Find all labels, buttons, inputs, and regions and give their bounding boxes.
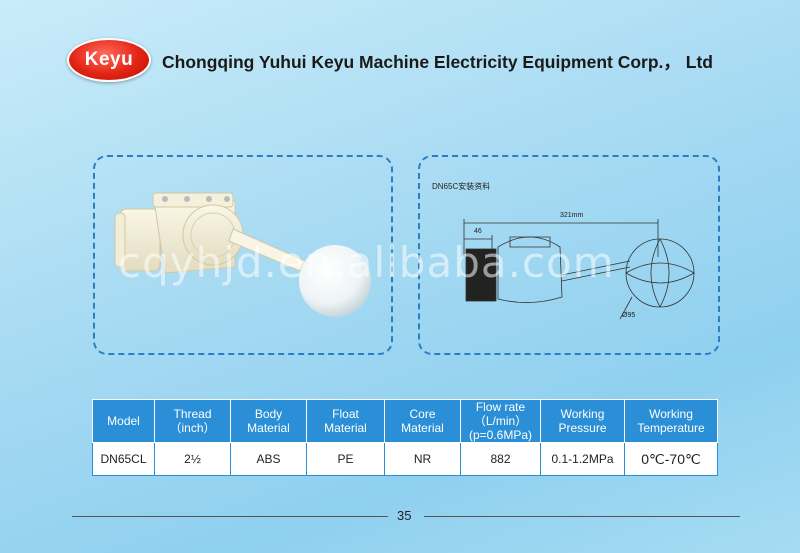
dimension-left: 46 bbox=[474, 228, 482, 235]
dimension-ball: Ø95 bbox=[622, 312, 636, 319]
logo-text: Keyu bbox=[84, 49, 134, 70]
header-core-material: Core Material bbox=[384, 399, 461, 443]
header-model: Model bbox=[92, 399, 155, 443]
float-valve-photo bbox=[114, 192, 371, 317]
cell-working-pressure: 0.1-1.2MPa bbox=[540, 442, 625, 476]
product-photo-panel bbox=[93, 155, 393, 355]
header-working-pressure: Working Pressure bbox=[540, 399, 625, 443]
cell-core-material: NR bbox=[384, 442, 461, 476]
dimension-total: 321mm bbox=[560, 212, 584, 219]
technical-drawing-panel bbox=[418, 155, 720, 355]
company-logo: Keyu bbox=[67, 38, 151, 82]
drawing-title: DN65C安装资料 bbox=[432, 182, 491, 191]
spec-table: Model Thread （inch） Body Material Float … bbox=[92, 399, 718, 476]
company-name: Chongqing Yuhui Keyu Machine Electricity… bbox=[162, 52, 713, 72]
header-body-material: Body Material bbox=[230, 399, 307, 443]
cell-model: DN65CL bbox=[92, 442, 155, 476]
cell-thread: 2½ bbox=[154, 442, 231, 476]
cell-body-material: ABS bbox=[230, 442, 307, 476]
footer-divider-left bbox=[72, 516, 388, 517]
header-thread: Thread （inch） bbox=[154, 399, 231, 443]
valve-drawing bbox=[463, 219, 695, 320]
cell-working-temperature: 0℃-70℃ bbox=[624, 442, 718, 476]
header-float-material: Float Material bbox=[306, 399, 385, 443]
header-working-temperature: Working Temperature bbox=[624, 399, 718, 443]
page-number: 35 bbox=[397, 508, 412, 523]
header-flow-rate: Flow rate （L/min） (p=0.6MPa) bbox=[460, 399, 541, 443]
cell-float-material: PE bbox=[306, 442, 385, 476]
footer-divider-right bbox=[424, 516, 740, 517]
watermark-text: cqyhjd.en.alibaba.com bbox=[118, 238, 615, 287]
table-row: DN65CL 2½ ABS PE NR 882 0.1-1.2MPa 0℃-70… bbox=[92, 442, 718, 476]
cell-flow-rate: 882 bbox=[460, 442, 541, 476]
table-header-row: Model Thread （inch） Body Material Float … bbox=[92, 399, 718, 443]
